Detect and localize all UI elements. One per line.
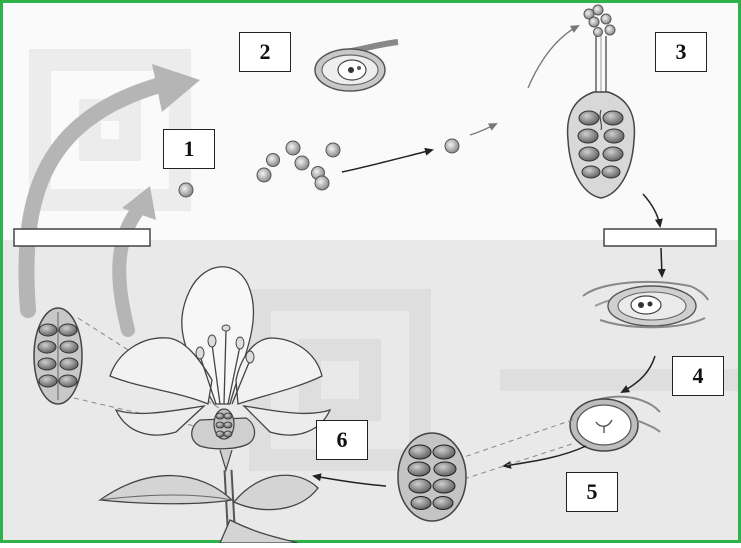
label-box-2: 2	[239, 32, 291, 72]
label-box-1: 1	[163, 129, 215, 169]
blank-label-left	[14, 229, 150, 246]
blank-label-right	[604, 229, 716, 246]
label-box-5: 5	[566, 472, 618, 512]
label-box-6: 6	[316, 420, 368, 460]
label-box-4: 4	[672, 356, 724, 396]
label-box-3: 3	[655, 32, 707, 72]
arrow-bar-down	[661, 248, 662, 276]
